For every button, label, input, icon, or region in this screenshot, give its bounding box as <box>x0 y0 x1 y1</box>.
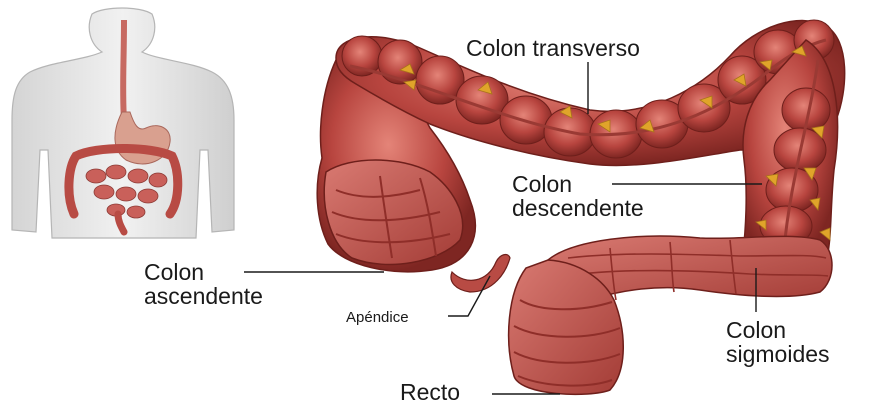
torso-inset <box>12 8 234 238</box>
label-colon-descendente-line1: Colon <box>512 171 572 197</box>
label-colon-sigmoides-line1: Colon <box>726 317 786 343</box>
esophagus-shape <box>123 20 124 120</box>
label-colon-sigmoides-line2: sigmoides <box>726 341 830 367</box>
label-colon-transverso: Colon transverso <box>466 35 640 61</box>
appendix-shape <box>451 255 510 292</box>
label-apendice: Apéndice <box>346 309 409 326</box>
label-colon-ascendente-line1: Colon <box>144 259 204 285</box>
label-colon-ascendente-line2: ascendente <box>144 283 263 309</box>
label-recto: Recto <box>400 379 460 404</box>
label-colon-descendente-line2: descendente <box>512 195 644 221</box>
